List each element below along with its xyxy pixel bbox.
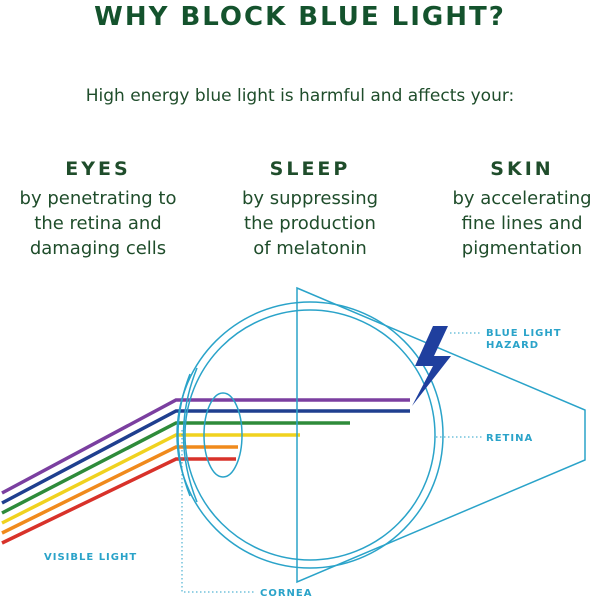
ray-red [1, 457, 236, 545]
sleep-heading: SLEEP [269, 158, 351, 180]
visible-light-label: VISIBLE LIGHT [44, 552, 137, 563]
eyes-section: EYES by penetrating to the retina and da… [0, 158, 198, 261]
ray-orange [1, 445, 238, 535]
sleep-section: SLEEP by suppressing the production of m… [210, 158, 410, 261]
ray-violet [1, 398, 410, 495]
page-subtitle: High energy blue light is harmful and af… [85, 86, 515, 106]
eyeball-inner [184, 309, 436, 561]
eye-lens [203, 392, 243, 478]
skin-section: SKIN by accelerating fine lines and pigm… [422, 158, 600, 261]
cornea-leader [181, 430, 256, 593]
sleep-description: by suppressing the production of melaton… [241, 188, 379, 259]
eye-outline [176, 286, 586, 584]
retina-label: RETINA [486, 433, 533, 444]
eyes-description: by penetrating to the retina and damagin… [19, 188, 177, 259]
cornea-label: CORNEA [260, 588, 312, 599]
skin-description: by accelerating fine lines and pigmentat… [452, 188, 592, 259]
ray-green [1, 421, 350, 515]
ray-yellow [1, 433, 300, 525]
blue-light-hazard-label-line1: BLUE LIGHT [486, 328, 562, 339]
visible-light-rays [1, 398, 410, 545]
ray-blue [1, 409, 410, 505]
cornea-outline [182, 367, 198, 503]
page-title: WHY BLOCK BLUE LIGHT? [94, 2, 506, 32]
label-leaders [181, 332, 482, 593]
lightning-bolt-icon [412, 326, 451, 406]
eyes-heading: EYES [65, 158, 131, 180]
blue-light-hazard-label-line2: HAZARD [486, 340, 539, 351]
cornea-inner [177, 373, 191, 497]
skin-heading: SKIN [490, 158, 554, 180]
eyeball-outer [176, 301, 444, 569]
lens-frame [296, 286, 586, 584]
